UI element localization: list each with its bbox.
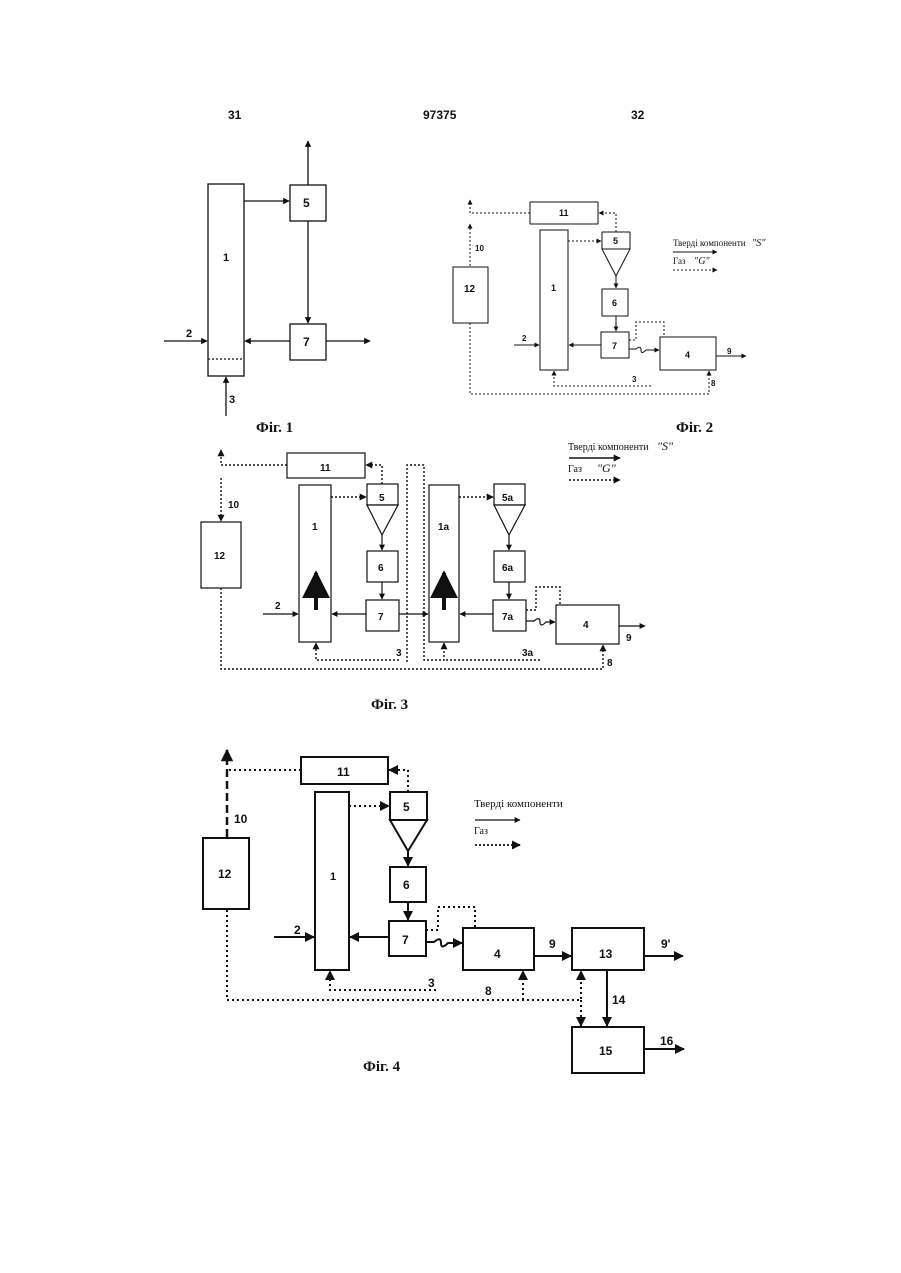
fig3-stream-3 (316, 643, 399, 660)
fig4-label-4: 4 (494, 947, 501, 961)
fig2-label-2: 2 (522, 334, 527, 343)
fig3-label-3a: 3a (522, 648, 534, 659)
fig3-label-3: 3 (396, 648, 402, 659)
fig1-label-2: 2 (186, 328, 192, 340)
fig2-gas-11-out (470, 200, 530, 213)
fig4-label-2: 2 (294, 923, 301, 937)
fig3-label-9: 9 (626, 633, 632, 644)
fig2-label-9: 9 (727, 347, 732, 356)
fig3-unit-1 (299, 485, 331, 642)
fig3-caption: Фіг. 3 (371, 697, 408, 713)
fig2-caption: Фіг. 2 (676, 420, 713, 436)
fig2-label-4: 4 (685, 350, 690, 360)
fig3-label-7a: 7a (502, 612, 514, 623)
fig1-caption: Фіг. 1 (256, 420, 293, 436)
figure-2 (453, 200, 746, 394)
fig3-label-1: 1 (312, 522, 318, 533)
fig3-label-5a: 5a (502, 493, 514, 504)
fig2-label-5: 5 (613, 236, 618, 246)
fig3-legend-gas-mark: "G" (597, 461, 617, 475)
fig2-label-10: 10 (475, 244, 484, 253)
fig3-label-6: 6 (378, 563, 384, 574)
fig3-label-5: 5 (379, 493, 385, 504)
fig2-legend-gas-mark: "G" (694, 256, 710, 267)
fig2-label-7: 7 (612, 341, 617, 351)
fig4-label-12: 12 (218, 867, 232, 881)
fig4-label-10: 10 (234, 812, 248, 826)
fig2-label-1: 1 (551, 283, 556, 293)
fig4-label-16: 16 (660, 1034, 674, 1048)
fig4-label-9-prime: 9' (661, 937, 671, 951)
page-number-right: 32 (631, 108, 645, 122)
fig3-legend-gas-label: Газ (568, 464, 582, 475)
fig3-label-10: 10 (228, 500, 240, 511)
fig4-label-1: 1 (330, 871, 336, 883)
fig4-label-7: 7 (402, 933, 409, 947)
fig2-legend-solid-label: Тверді компоненти (673, 238, 746, 248)
fig2-line-7-to-4 (629, 347, 659, 352)
fig1-label-5: 5 (303, 196, 310, 210)
fig3-legend: Тверді компоненти "S" Газ "G" (568, 439, 674, 480)
fig1-label-1: 1 (223, 252, 229, 264)
fig4-gas-7-to-4 (426, 907, 475, 930)
page-number-left: 31 (228, 108, 242, 122)
fig2-label-3: 3 (632, 375, 637, 384)
fig4-label-15: 15 (599, 1044, 613, 1058)
fig2-gas-5-to-11 (599, 213, 616, 232)
fig3-gas-11-out (221, 450, 287, 465)
fig4-legend-gas-label: Газ (474, 826, 488, 837)
figure-4 (203, 750, 684, 1073)
fig3-unit-1a (429, 485, 459, 642)
fig3-gas-7a-to-4 (526, 587, 560, 610)
fig3-line-7a-to-4 (526, 619, 555, 625)
fig4-legend: Тверді компоненти Газ (474, 798, 563, 845)
fig4-legend-solid-label: Тверді компоненти (474, 798, 563, 810)
fig1-unit-1 (208, 184, 244, 376)
fig4-label-3: 3 (428, 976, 435, 990)
fig4-label-11: 11 (337, 765, 350, 779)
figure-1 (164, 141, 370, 416)
fig3-cyclone-5 (367, 505, 398, 535)
fig1-label-3: 3 (229, 394, 235, 406)
fig3-label-11: 11 (320, 463, 331, 474)
fig3-label-12: 12 (214, 551, 226, 562)
fig3-label-1a: 1a (438, 522, 450, 533)
fig2-unit-12 (453, 267, 488, 323)
fig3-label-6a: 6a (502, 563, 514, 574)
fig2-legend: Тверді компоненти "S" Газ "G" (673, 238, 766, 270)
fig4-gas-5-to-11 (389, 770, 408, 792)
fig3-gas-5-to-11 (366, 465, 382, 484)
fig4-line-7-to-4 (426, 939, 462, 946)
fig4-label-14: 14 (612, 993, 626, 1007)
patent-number: 97375 (423, 108, 457, 122)
fig2-gas-7-to-4 (629, 322, 664, 340)
figure-3 (201, 450, 645, 669)
fig3-cyclone-5a (494, 505, 525, 535)
fig4-label-13: 13 (599, 947, 613, 961)
fig2-label-12: 12 (464, 284, 476, 295)
fig4-label-8: 8 (485, 984, 492, 998)
fig3-legend-solid-mark: "S" (657, 439, 674, 453)
fig4-cyclone-5 (390, 820, 427, 851)
fig4-label-5: 5 (403, 800, 410, 814)
fig2-label-11: 11 (559, 208, 569, 218)
fig1-label-7: 7 (303, 335, 310, 349)
fig3-label-2: 2 (275, 601, 281, 612)
fig2-unit-1 (540, 230, 568, 370)
fig2-cyclone-5 (602, 249, 630, 276)
fig3-label-7: 7 (378, 612, 384, 623)
fig4-stream-3 (330, 971, 436, 990)
fig2-legend-solid-mark: "S" (752, 238, 766, 249)
fig2-legend-gas-label: Газ (673, 256, 686, 266)
fig4-label-9: 9 (549, 937, 556, 951)
fig2-label-8: 8 (711, 379, 716, 388)
fig3-label-8: 8 (607, 658, 613, 669)
fig4-label-6: 6 (403, 878, 410, 892)
fig4-caption: Фіг. 4 (363, 1059, 401, 1075)
fig3-label-4: 4 (583, 620, 589, 631)
fig3-legend-solid-label: Тверді компоненти (568, 442, 649, 453)
fig2-label-6: 6 (612, 298, 617, 308)
